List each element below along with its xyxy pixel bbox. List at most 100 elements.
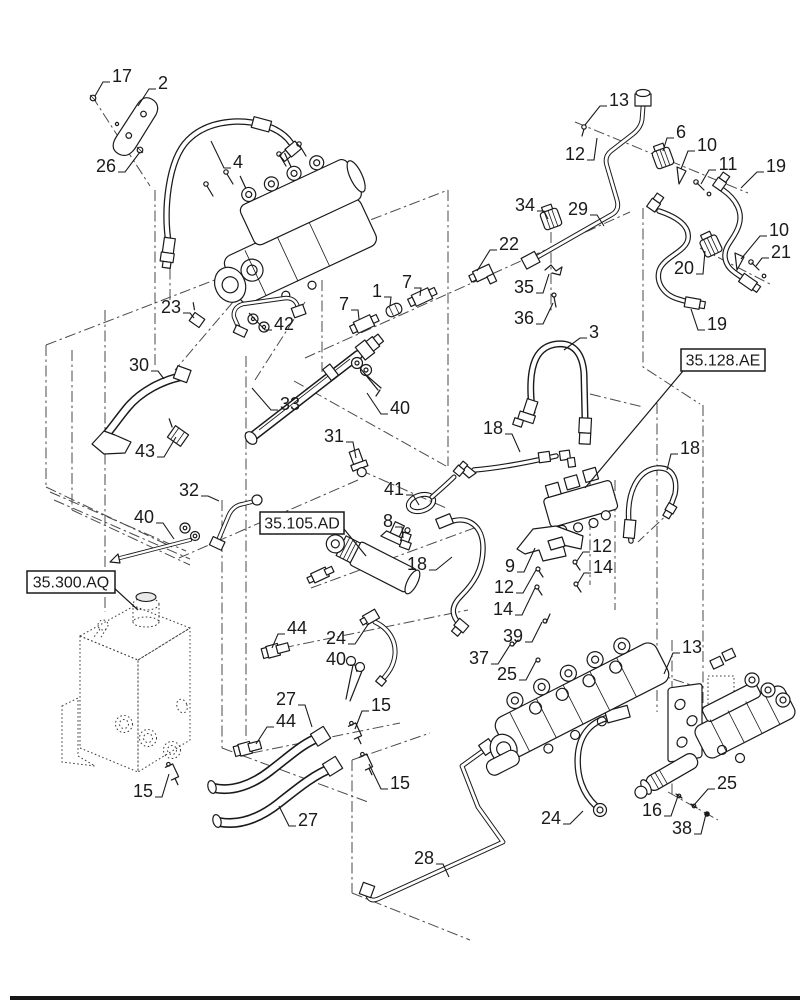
part-pump-assembly: [203, 141, 378, 333]
callout-label-31[interactable]: 31: [324, 426, 344, 446]
callout-label-27[interactable]: 27: [276, 689, 296, 709]
callout-label-15[interactable]: 15: [371, 695, 391, 715]
callout-leader-25-58: [693, 788, 715, 806]
callout-label-43[interactable]: 43: [135, 441, 155, 461]
callout-label-14[interactable]: 14: [593, 557, 613, 577]
callout-label-21[interactable]: 21: [771, 242, 791, 262]
part-clamp-6: [651, 142, 675, 170]
callout-leader-6-6: [662, 137, 674, 152]
callout-leader-44-46: [271, 633, 285, 649]
callout-label-7[interactable]: 7: [402, 272, 412, 292]
ref-box-35.128.AE[interactable]: 35.128.AE: [584, 348, 766, 489]
callout-label-18[interactable]: 18: [407, 554, 427, 574]
callout-label-3[interactable]: 3: [589, 322, 599, 342]
callout-label-37[interactable]: 37: [469, 648, 489, 668]
callout-label-27[interactable]: 27: [298, 810, 318, 830]
callout-label-10[interactable]: 10: [697, 135, 717, 155]
callout-label-14[interactable]: 14: [493, 599, 513, 619]
callout-label-40[interactable]: 40: [134, 507, 154, 527]
callout-label-25[interactable]: 25: [717, 773, 737, 793]
callout-leader-16-57: [664, 795, 679, 817]
callout-label-26[interactable]: 26: [96, 156, 116, 176]
callout-leader-26-2: [118, 151, 141, 173]
callout-label-18[interactable]: 18: [483, 418, 503, 438]
callout-label-4[interactable]: 4: [233, 152, 243, 172]
callout-label-40[interactable]: 40: [390, 398, 410, 418]
part-pipe-42: [231, 295, 307, 338]
callout-leader-10-7: [680, 150, 695, 170]
callout-leader-1-23: [384, 296, 392, 307]
callout-label-40[interactable]: 40: [326, 649, 346, 669]
callout-label-41[interactable]: 41: [384, 479, 404, 499]
ref-box-leader: [111, 585, 139, 611]
callout-label-34[interactable]: 34: [515, 195, 535, 215]
ref-box-35.300.AQ[interactable]: 35.300.AQ: [26, 570, 139, 611]
callout-label-2[interactable]: 2: [158, 73, 168, 93]
part-fitting-31: [348, 448, 369, 478]
ref-box-label: 35.105.AD: [264, 516, 340, 533]
callout-label-39[interactable]: 39: [503, 626, 523, 646]
callout-label-24[interactable]: 24: [326, 628, 346, 648]
part-clamp-15c: [164, 761, 180, 786]
callout-label-33[interactable]: 33: [280, 394, 300, 414]
callout-label-38[interactable]: 38: [672, 818, 692, 838]
callout-label-9[interactable]: 9: [505, 556, 515, 576]
part-hose-3: [512, 340, 593, 445]
part-plate-2: [112, 97, 159, 156]
callout-label-23[interactable]: 23: [161, 297, 181, 317]
callout-label-30[interactable]: 30: [129, 355, 149, 375]
callout-leader-12-38: [576, 551, 590, 562]
callout-label-7[interactable]: 7: [339, 294, 349, 314]
callout-label-44[interactable]: 44: [287, 618, 307, 638]
callout-label-13[interactable]: 13: [609, 90, 629, 110]
callout-label-12[interactable]: 12: [565, 144, 585, 164]
callout-label-28[interactable]: 28: [414, 848, 434, 868]
part-elbow-44b: [232, 740, 263, 758]
part-screw-36: [551, 292, 557, 308]
callout-leader-43-28: [157, 436, 177, 458]
part-fitting-22: [468, 263, 498, 285]
callout-leader-28-55: [436, 863, 450, 878]
callout-label-16[interactable]: 16: [642, 800, 662, 820]
callout-label-19[interactable]: 19: [766, 156, 786, 176]
callout-label-35[interactable]: 35: [514, 277, 534, 297]
callout-label-12[interactable]: 12: [494, 577, 514, 597]
callout-leader-22-12: [476, 249, 497, 272]
part-fitting-7b: [407, 286, 438, 308]
part-wedge-10b: [734, 252, 745, 271]
callout-leader-39-42: [525, 621, 543, 643]
callout-label-36[interactable]: 36: [514, 308, 534, 328]
part-hose-19a: [646, 192, 707, 310]
callout-label-8[interactable]: 8: [383, 511, 393, 531]
callout-label-25[interactable]: 25: [497, 664, 517, 684]
callout-label-18[interactable]: 18: [680, 438, 700, 458]
part-pipe-28: [358, 738, 506, 903]
part-tank: [61, 591, 192, 773]
ref-box-leader: [343, 528, 367, 557]
callout-label-19[interactable]: 19: [707, 314, 727, 334]
callout-leader-21-17: [755, 257, 769, 267]
part-hose-4: [159, 116, 302, 269]
callout-label-11[interactable]: 11: [719, 154, 738, 174]
callout-leader-40-31: [156, 522, 175, 540]
callout-label-15[interactable]: 15: [390, 773, 410, 793]
callout-label-29[interactable]: 29: [568, 199, 588, 219]
callout-label-10[interactable]: 10: [769, 220, 789, 240]
ref-box-35.105.AD[interactable]: 35.105.AD: [259, 511, 367, 557]
callout-label-12[interactable]: 12: [592, 536, 612, 556]
callout-leader-25-44: [519, 660, 537, 681]
callout-label-6[interactable]: 6: [676, 122, 686, 142]
callout-leader-23-20: [183, 312, 195, 319]
callout-label-24[interactable]: 24: [541, 808, 561, 828]
callout-label-32[interactable]: 32: [179, 480, 199, 500]
callout-label-42[interactable]: 42: [274, 314, 294, 334]
callout-label-20[interactable]: 20: [674, 258, 694, 278]
callout-label-22[interactable]: 22: [499, 234, 519, 254]
callout-label-44[interactable]: 44: [276, 711, 296, 731]
callout-label-17[interactable]: 17: [112, 66, 132, 86]
callout-label-13[interactable]: 13: [682, 637, 702, 657]
callout-label-15[interactable]: 15: [133, 781, 153, 801]
callout-label-1[interactable]: 1: [372, 281, 382, 301]
bolt-icon: [89, 94, 144, 154]
callout-leader-17-0: [94, 81, 110, 97]
